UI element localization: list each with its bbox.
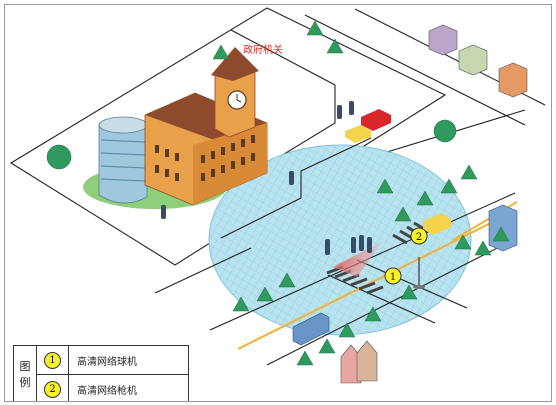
glass-tower — [98, 124, 148, 204]
map-marker-2: 2 — [410, 227, 428, 245]
person — [359, 235, 364, 251]
tree — [256, 286, 274, 302]
yellow-car-road — [423, 213, 451, 235]
tree — [232, 296, 250, 312]
tree — [306, 20, 324, 36]
tree — [212, 44, 230, 60]
road-edge-a — [304, 14, 526, 126]
campus-block-outline — [9, 7, 447, 266]
tree — [400, 284, 418, 300]
tree — [376, 178, 394, 194]
tree — [394, 206, 412, 222]
tree-round — [46, 144, 72, 170]
office-tower-right — [488, 204, 518, 252]
legend-item-label: 高清网络枪机 — [77, 386, 137, 397]
left-road-edge — [154, 247, 252, 294]
tree — [416, 190, 434, 206]
person — [367, 237, 372, 253]
person — [289, 171, 294, 185]
main-road-edge-bottom — [266, 237, 518, 366]
camera-pole — [413, 257, 425, 289]
person — [161, 205, 166, 219]
people — [161, 101, 372, 255]
legend-header: 图 例 — [14, 346, 37, 401]
tree — [296, 350, 314, 366]
tree — [326, 38, 344, 54]
legend-item: 2 高清网络枪机 — [37, 375, 188, 401]
tree — [454, 234, 472, 250]
tree — [460, 164, 478, 180]
person — [337, 105, 342, 119]
tree — [492, 226, 510, 242]
person — [349, 101, 354, 115]
yellow-car — [345, 125, 371, 143]
legend-header-char: 图 — [19, 360, 31, 373]
side-road-a — [220, 137, 372, 239]
tree — [364, 306, 382, 322]
tower-floors — [100, 139, 146, 182]
person — [351, 237, 356, 253]
legend-item: 1 高清网络球机 — [37, 346, 188, 375]
government-building — [83, 47, 268, 209]
tree — [440, 178, 458, 194]
person — [325, 239, 330, 255]
legend-item-label: 高清网络球机 — [77, 357, 137, 368]
bus — [292, 312, 330, 346]
trees — [46, 20, 510, 366]
house-2 — [356, 340, 378, 382]
legend-marker: 2 — [44, 381, 61, 398]
tree — [474, 240, 492, 256]
hall-windows — [155, 135, 255, 181]
cross-road-b — [356, 259, 468, 309]
tree — [278, 272, 296, 288]
scene-svg: 政府机关 — [9, 7, 546, 384]
road-center-line — [237, 211, 514, 350]
marker-number: 1 — [390, 272, 396, 283]
map-marker-1: 1 — [384, 267, 402, 285]
small-buildings — [340, 24, 528, 384]
cross-road-a — [327, 274, 436, 324]
marker-number: 2 — [416, 232, 422, 243]
legend: 图 例 1 高清网络球机 2 高清网络枪机 — [13, 345, 189, 401]
tree — [318, 338, 336, 354]
legend-header-char: 例 — [19, 376, 31, 389]
building-label: 政府机关 — [243, 43, 283, 56]
tree-round — [433, 119, 457, 143]
diagram-canvas: 政府机关 — [4, 4, 552, 402]
tree — [338, 322, 356, 338]
legend-marker: 1 — [44, 352, 61, 369]
red-car — [361, 109, 391, 131]
vehicles — [292, 109, 451, 346]
